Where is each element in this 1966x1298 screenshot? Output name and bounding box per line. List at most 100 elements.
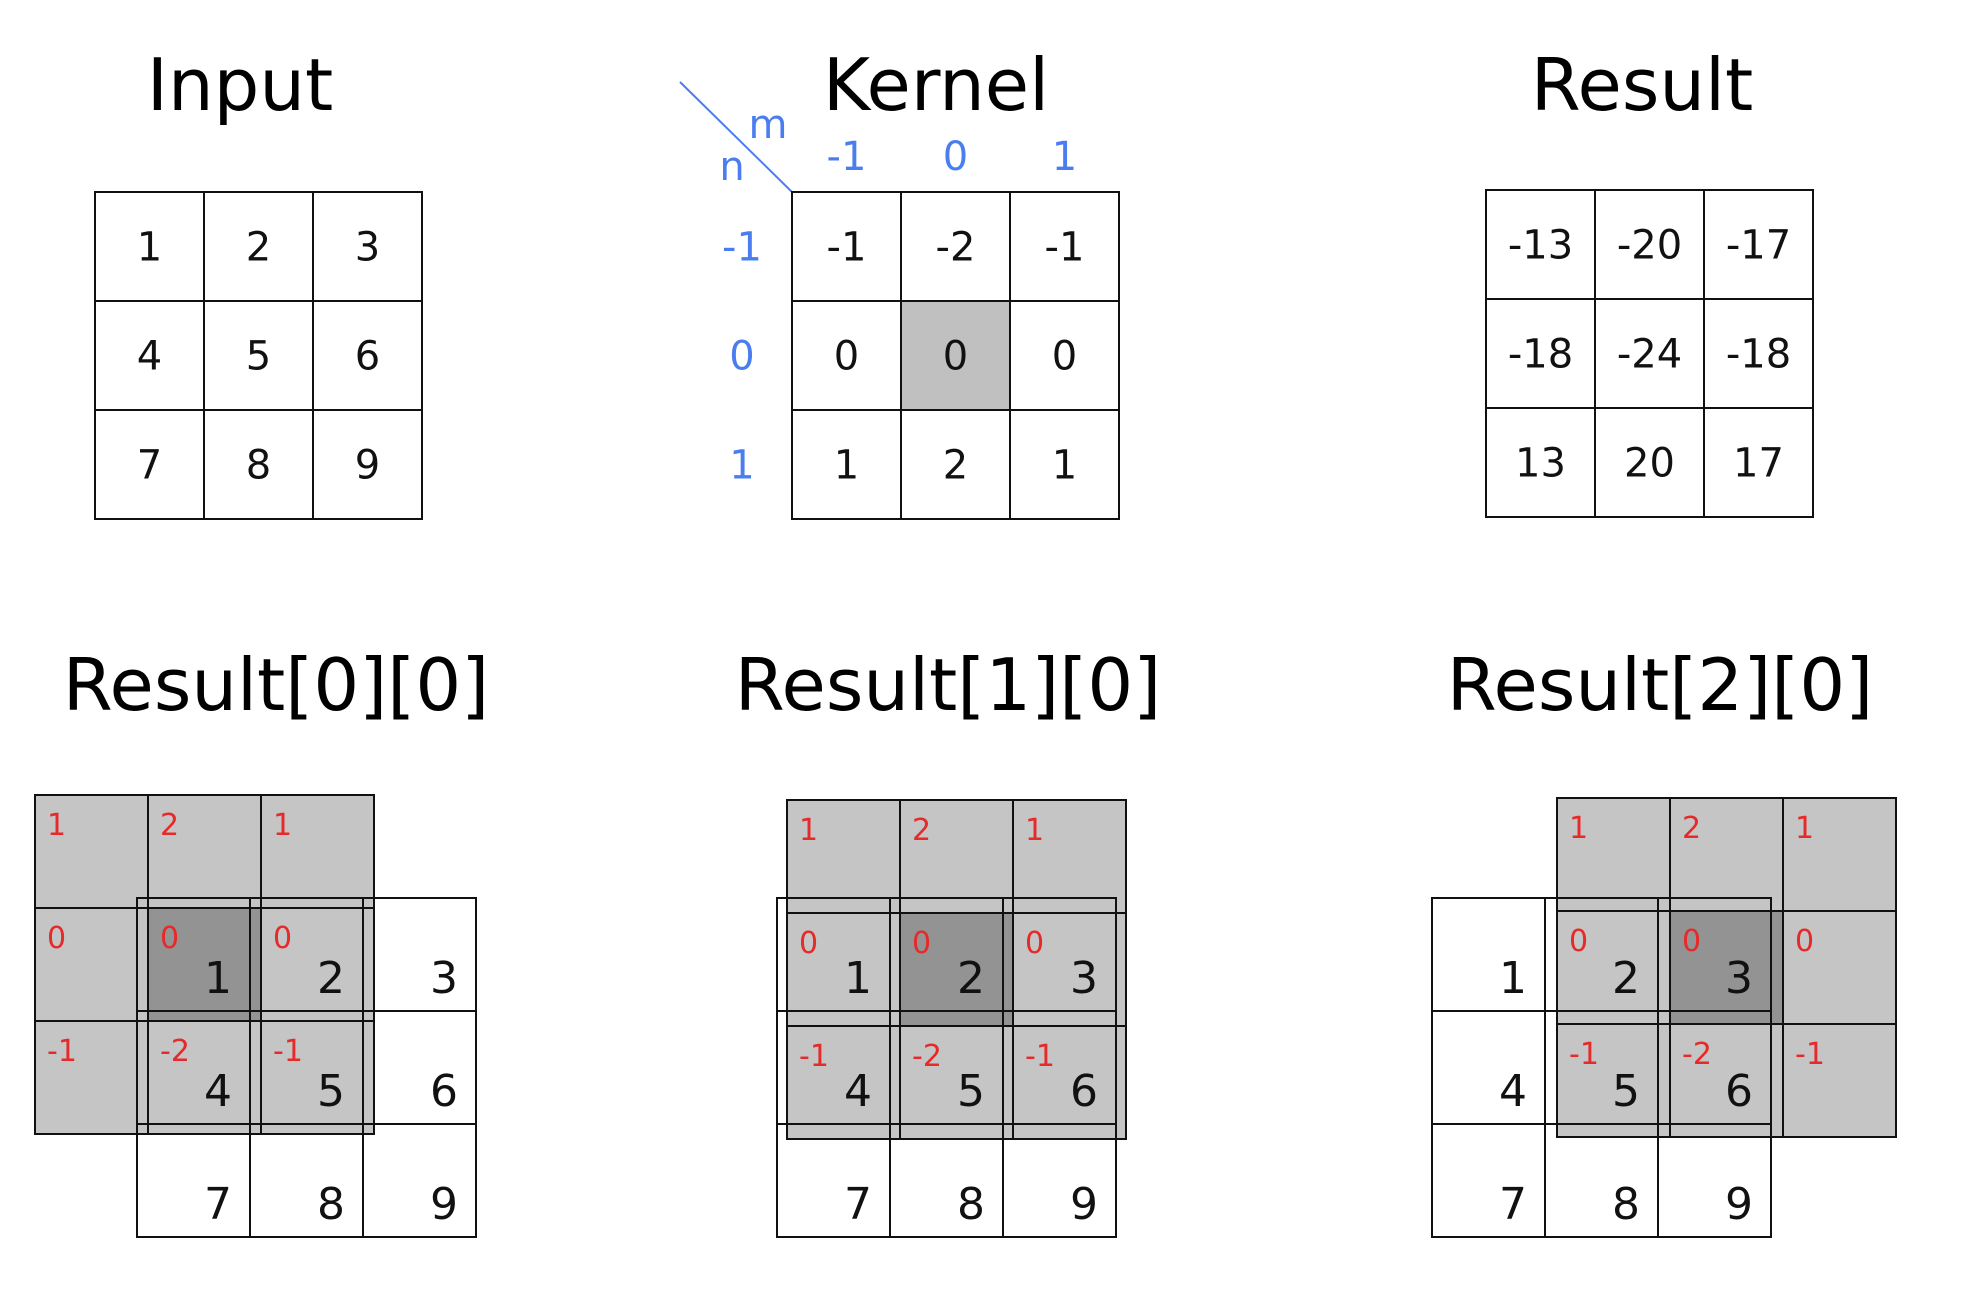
result-cell — [1485, 189, 1596, 300]
kernel-cell — [1012, 1025, 1127, 1140]
input-value: 6 — [1070, 1066, 1098, 1117]
input-value: 5 — [957, 1066, 985, 1117]
kernel-weight: 2 — [1682, 811, 1701, 846]
kernel-weight: -1 — [1795, 1037, 1825, 1072]
input-value: 3 — [430, 953, 458, 1004]
result-value: -17 — [1726, 223, 1791, 269]
kernel-cell — [1669, 910, 1784, 1025]
kernel-weight: 0 — [160, 921, 179, 956]
input-cell — [1431, 897, 1546, 1012]
input-cell — [312, 409, 423, 520]
input-value: 2 — [317, 953, 345, 1004]
kernel-weight: 0 — [47, 921, 66, 956]
result-value: 17 — [1733, 441, 1784, 487]
kernel-axis-divider — [679, 81, 793, 193]
kernel-cell — [34, 1020, 149, 1135]
result-value: -18 — [1726, 332, 1791, 378]
result-title: Result — [1531, 43, 1753, 127]
result-00-title: Result[0][0] — [63, 643, 489, 727]
input-value: 9 — [430, 1179, 458, 1230]
input-cell — [1002, 1123, 1117, 1238]
input-value: 2 — [957, 953, 985, 1004]
input-value: 4 — [1499, 1066, 1527, 1117]
kernel-value: 1 — [834, 443, 859, 489]
input-value: 5 — [317, 1066, 345, 1117]
input-value: 3 — [355, 225, 380, 271]
kernel-weight: 1 — [799, 813, 818, 848]
kernel-n-value: 0 — [729, 334, 754, 380]
input-cell — [1431, 1010, 1546, 1125]
input-value: 1 — [1499, 953, 1527, 1004]
kernel-weight: -1 — [799, 1039, 829, 1074]
input-cell-outline — [1657, 1123, 1772, 1238]
result-cell — [1594, 407, 1705, 518]
kernel-weight: 0 — [1569, 924, 1588, 959]
kernel-weight: 0 — [1795, 924, 1814, 959]
input-value: 8 — [246, 443, 271, 489]
result-value: 20 — [1624, 441, 1675, 487]
input-value: 5 — [246, 334, 271, 380]
input-value: 2 — [1612, 953, 1640, 1004]
kernel-cell — [1556, 1023, 1671, 1138]
kernel-cell — [147, 794, 262, 909]
input-value: 9 — [355, 443, 380, 489]
kernel-cell — [786, 799, 901, 914]
kernel-cell — [34, 794, 149, 909]
input-cell — [249, 1123, 364, 1238]
kernel-n-value: 1 — [729, 443, 754, 489]
kernel-m-value: 1 — [1052, 134, 1077, 180]
result-value: -20 — [1617, 223, 1682, 269]
kernel-cell — [1009, 191, 1120, 302]
kernel-value: -1 — [1045, 225, 1085, 271]
kernel-cell — [900, 191, 1011, 302]
input-cell — [312, 300, 423, 411]
kernel-cell — [791, 191, 902, 302]
kernel-weight: -1 — [1025, 1039, 1055, 1074]
result-value: -18 — [1508, 332, 1573, 378]
kernel-cell — [900, 300, 1011, 411]
input-value: 6 — [355, 334, 380, 380]
kernel-weight: 2 — [912, 813, 931, 848]
kernel-weight: 1 — [1569, 811, 1588, 846]
input-cell — [1431, 1123, 1546, 1238]
input-value: 7 — [204, 1179, 232, 1230]
input-cell — [889, 1123, 1004, 1238]
kernel-cell — [1009, 409, 1120, 520]
kernel-value: -1 — [827, 225, 867, 271]
kernel-value: 0 — [943, 334, 968, 380]
input-cell — [136, 1123, 251, 1238]
input-value: 8 — [1612, 1179, 1640, 1230]
input-value: 4 — [204, 1066, 232, 1117]
kernel-cell — [899, 1025, 1014, 1140]
result-20-title: Result[2][0] — [1447, 643, 1873, 727]
input-cell-outline — [362, 1123, 477, 1238]
kernel-cell — [1012, 912, 1127, 1027]
input-cell — [362, 897, 477, 1012]
kernel-cell — [786, 1025, 901, 1140]
kernel-value: 0 — [834, 334, 859, 380]
input-value: 8 — [957, 1179, 985, 1230]
kernel-weight: -1 — [47, 1034, 77, 1069]
kernel-m-value: 0 — [943, 134, 968, 180]
input-value: 6 — [430, 1066, 458, 1117]
kernel-weight: -1 — [1569, 1037, 1599, 1072]
kernel-cell — [260, 907, 375, 1022]
input-value: 3 — [1070, 953, 1098, 1004]
kernel-weight: 0 — [799, 926, 818, 961]
kernel-cell — [260, 794, 375, 909]
kernel-cell — [1009, 300, 1120, 411]
input-cell — [362, 1123, 477, 1238]
kernel-title: Kernel — [823, 43, 1049, 127]
input-cell — [1657, 1123, 1772, 1238]
input-cell — [203, 191, 314, 302]
kernel-weight: 1 — [1025, 813, 1044, 848]
result-value: -24 — [1617, 332, 1682, 378]
input-title: Input — [147, 43, 333, 127]
kernel-cell — [1556, 910, 1671, 1025]
kernel-weight: -1 — [273, 1034, 303, 1069]
kernel-weight: 2 — [160, 808, 179, 843]
kernel-cell — [899, 912, 1014, 1027]
input-value: 1 — [204, 953, 232, 1004]
